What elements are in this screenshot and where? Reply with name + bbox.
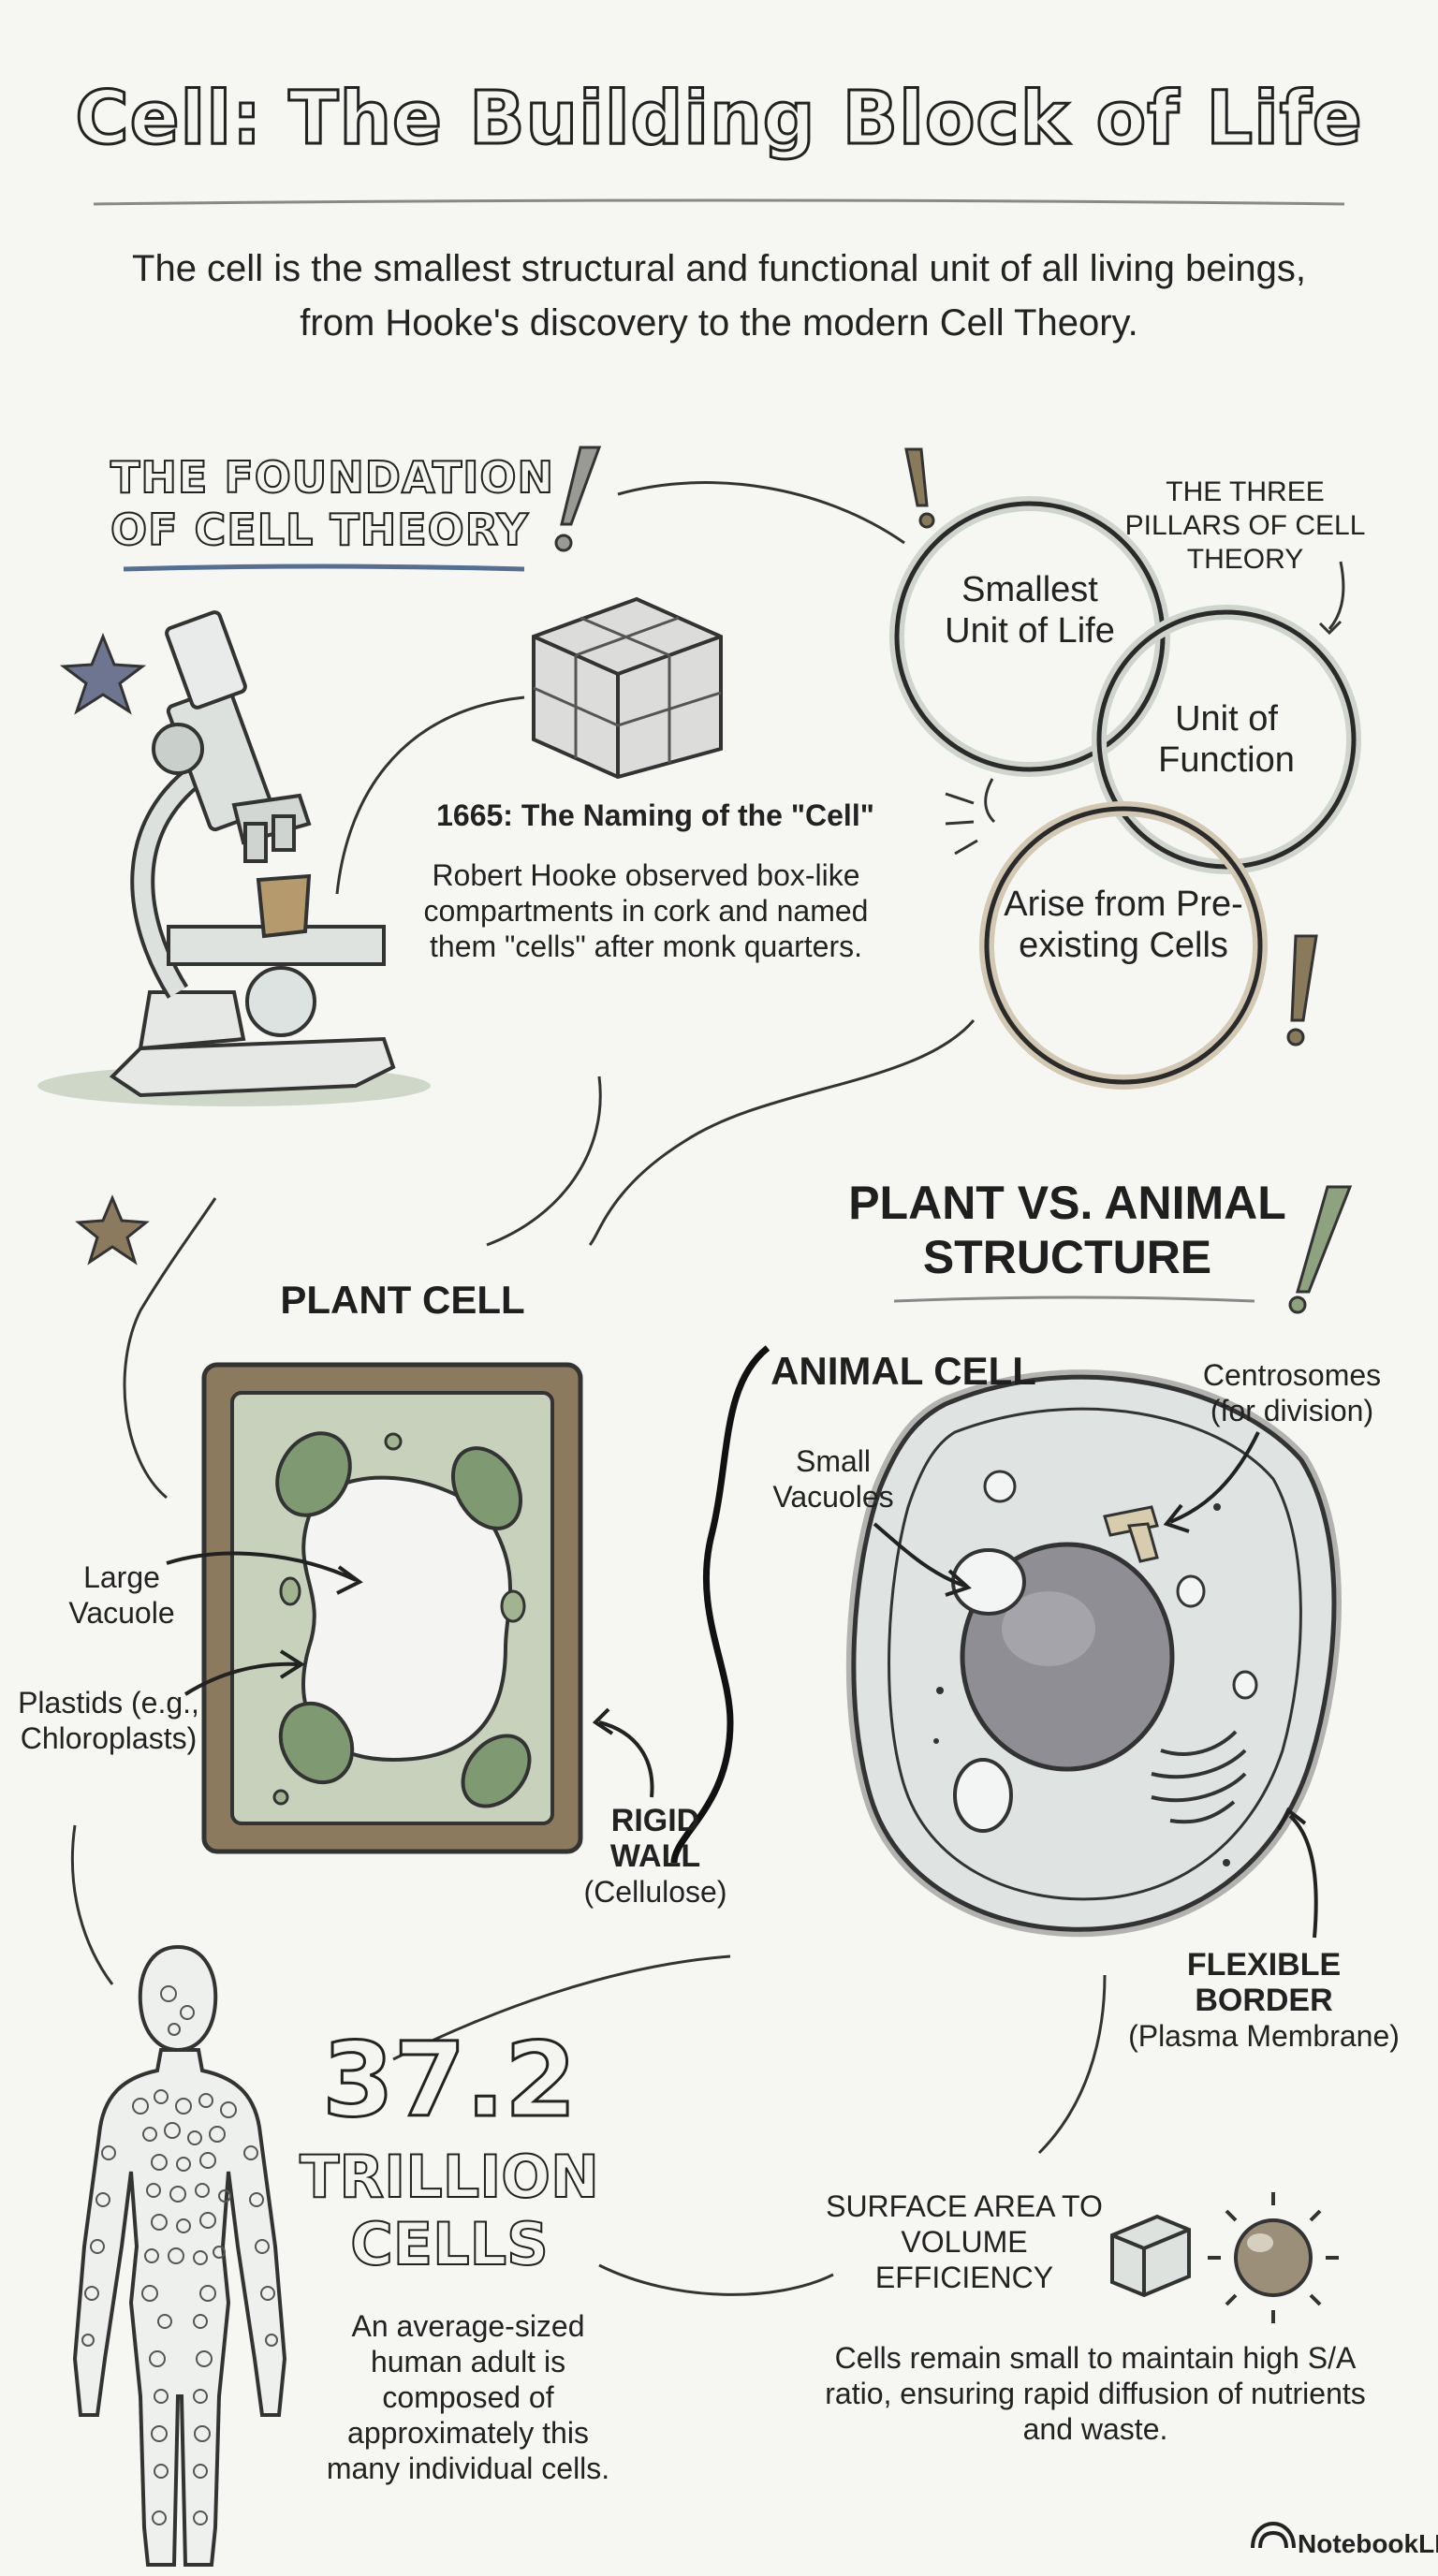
surface-area-description: Cells remain small to maintain high S/A … <box>825 2341 1366 2446</box>
sphere-sun-icon <box>1208 2192 1339 2323</box>
star-icon <box>75 1194 150 1266</box>
human-body-icon <box>72 1944 287 2567</box>
page-title: Cell: The Building Block of Life <box>74 76 1363 163</box>
exclamation-icon <box>1286 934 1318 1046</box>
label-centrosomes: Centrosomes (for division) <box>1202 1358 1382 1427</box>
animal-cell-title: ANIMAL CELL <box>770 1349 1036 1393</box>
label-rigid-wall-main: RIGID WALL <box>609 1803 701 1874</box>
pillar-smallest-unit: Smallest Unit of Life <box>945 570 1115 651</box>
label-flexible-border: FLEXIBLE BORDER (Plasma Membrane) <box>1123 1947 1404 2054</box>
label-rigid-wall-sub: (Cellulose) <box>583 1875 727 1909</box>
comparison-heading-line1: PLANT VS. ANIMAL <box>848 1177 1286 1229</box>
microscope-icon <box>37 610 431 1106</box>
foundation-heading-line1: THE FOUNDATION <box>110 451 554 504</box>
connector-line <box>123 1197 217 1500</box>
comparison-underline <box>893 1295 1255 1303</box>
hooke-description: Robert Hooke observed box-like compartme… <box>423 858 869 963</box>
comparison-heading-line2: STRUCTURE <box>922 1231 1212 1283</box>
connector-line <box>588 1019 976 1247</box>
brand-name: NotebookLM <box>1298 2529 1438 2558</box>
pointer-arrows-animal <box>873 1431 1318 1939</box>
title-underline <box>93 198 1345 206</box>
connector-line <box>617 481 905 545</box>
pillar-pre-existing-cells: Arise from Pre-existing Cells <box>1004 885 1243 965</box>
cell-count-description: An average-sized human adult is composed… <box>326 2309 610 2485</box>
page-subtitle: The cell is the smallest structural and … <box>132 248 1306 344</box>
notebooklm-logo-icon <box>1251 2521 1296 2549</box>
pillars-heading: THE THREE PILLARS OF CELL THEORY <box>1124 476 1366 575</box>
pillar-unit-of-function: Unit of Function <box>1158 699 1295 780</box>
connector-line <box>70 1824 114 1985</box>
cell-count-word1: TRILLION <box>299 2143 600 2212</box>
pillars-diagram <box>889 496 1361 1090</box>
exclamation-icon <box>554 446 602 552</box>
exclamation-icon <box>1288 1185 1353 1314</box>
animal-cell-illustration <box>845 1369 1342 1938</box>
cube-icon <box>1110 2214 1191 2298</box>
pointer-arrows-plant <box>166 1551 654 1798</box>
label-large-vacuole: Large Vacuole <box>68 1560 175 1630</box>
foundation-underline <box>123 564 525 572</box>
foundation-heading: THE FOUNDATION OF CELL THEORY <box>110 451 554 556</box>
surface-area-title: SURFACE AREA TO VOLUME EFFICIENCY <box>826 2189 1103 2294</box>
foundation-heading-line2: OF CELL THEORY <box>110 504 529 556</box>
connector-line <box>486 1076 602 1247</box>
plant-cell-illustration <box>201 1362 583 1854</box>
label-flexible-border-main: FLEXIBLE BORDER <box>1186 1947 1342 2018</box>
connector-line <box>392 1954 731 2061</box>
label-rigid-wall: RIGID WALL (Cellulose) <box>571 1803 740 1910</box>
connector-line <box>1037 1974 1107 2155</box>
cell-count-number: 37.2 <box>321 2020 578 2140</box>
hooke-title: 1665: The Naming of the "Cell" <box>436 798 874 832</box>
connector-line <box>598 2263 834 2296</box>
plant-cell-title: PLANT CELL <box>280 1278 525 1322</box>
comparison-heading: PLANT VS. ANIMAL STRUCTURE <box>805 1176 1329 1284</box>
label-small-vacuoles: Small Vacuoles <box>772 1444 894 1514</box>
cork-cube-icon <box>532 596 723 780</box>
cell-count-word2: CELLS <box>349 2210 550 2279</box>
star-icon <box>59 632 147 715</box>
divider-wave <box>670 1345 770 1864</box>
label-flexible-border-sub: (Plasma Membrane) <box>1128 2019 1400 2053</box>
label-plastids: Plastids (e.g., Chloroplasts) <box>18 1686 199 1755</box>
connector-line <box>335 695 525 895</box>
exclamation-icon <box>904 447 935 529</box>
